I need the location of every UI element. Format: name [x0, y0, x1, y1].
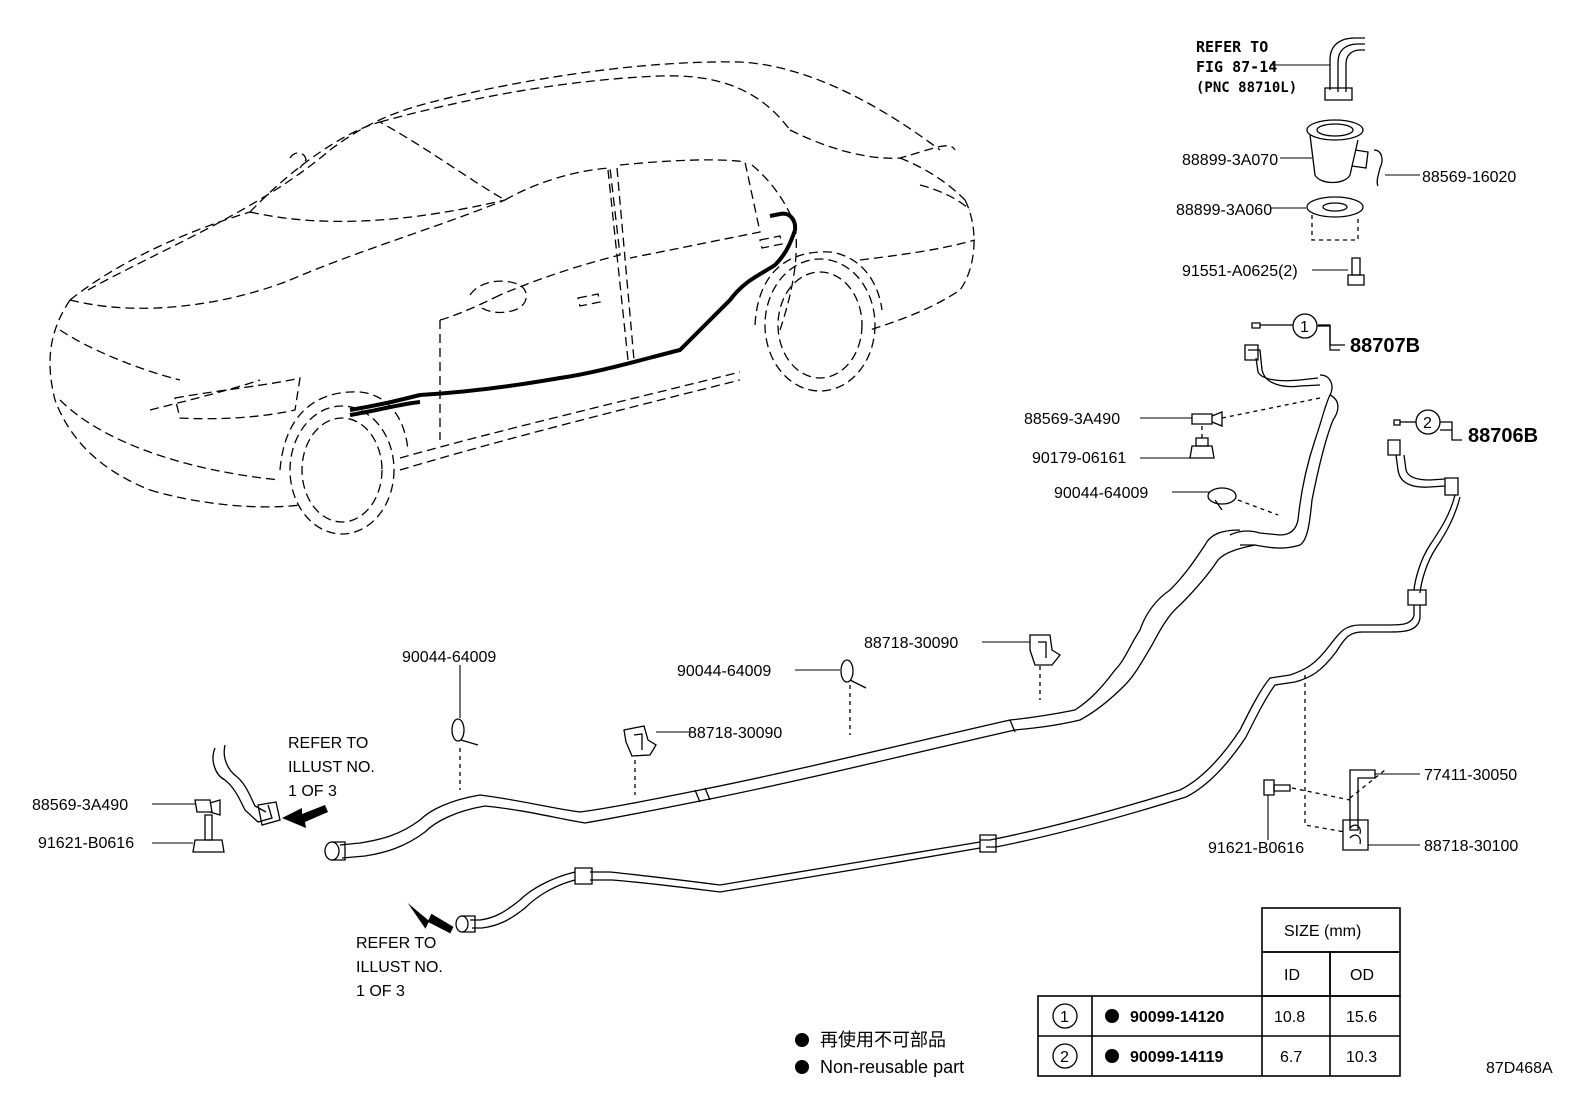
label-88718-30090-upper: 88718-30090: [864, 635, 958, 652]
label-90044-64009-left: 90044-64009: [402, 649, 496, 666]
size-row-2-part: 90099-14119: [1130, 1049, 1224, 1066]
circle-label-1: 1: [1300, 319, 1309, 336]
refer-fig-line-1: REFER TO: [1196, 38, 1268, 56]
label-88569-3a490-left: 88569-3A490: [32, 797, 128, 814]
size-row-2-id: 6.7: [1280, 1049, 1302, 1066]
label-91551-a0625: 91551-A0625(2): [1182, 263, 1298, 280]
legend-dot-en: [795, 1060, 809, 1074]
label-88706b: 88706B: [1468, 425, 1538, 447]
car-outline: [49, 61, 976, 535]
refer-illust-label-1: REFER TO ILLUST NO. 1 OF 3: [288, 735, 375, 800]
label-77411-30050: 77411-30050: [1424, 767, 1517, 784]
refer-illust-2-line-2: ILLUST NO.: [356, 959, 443, 976]
label-88899-3a060: 88899-3A060: [1176, 202, 1272, 219]
size-row-1-part: 90099-14120: [1130, 1009, 1224, 1026]
refer-fig-line-3: (PNC 88710L): [1196, 80, 1297, 96]
label-88899-3a070: 88899-3A070: [1182, 152, 1278, 169]
size-row-1-od: 15.6: [1346, 1009, 1377, 1026]
legend: 再使用不可部品 Non-reusable part: [795, 1030, 964, 1077]
label-90179-06161: 90179-06161: [1032, 450, 1126, 467]
refer-fig-label: REFER TO FIG 87-14 (PNC 88710L): [1196, 38, 1297, 96]
refer-illust-1-line-3: 1 OF 3: [288, 783, 337, 800]
circle-label-2: 2: [1423, 415, 1432, 432]
refer-illust-2-line-3: 1 OF 3: [356, 983, 405, 1000]
refer-fig-line-2: FIG 87-14: [1196, 58, 1277, 76]
size-row-2-num: 2: [1060, 1049, 1069, 1066]
refer-illust-2-line-1: REFER TO: [356, 935, 436, 952]
refer-illust-1-line-2: ILLUST NO.: [288, 759, 375, 776]
line-88706b: [455, 409, 1462, 933]
label-88718-30090-lower: 88718-30090: [688, 725, 782, 742]
size-row-1-num: 1: [1060, 1009, 1069, 1026]
size-table-col-id: ID: [1284, 967, 1300, 984]
figure-code: 87D468A: [1486, 1060, 1553, 1077]
label-88569-16020: 88569-16020: [1422, 169, 1516, 186]
legend-dot-jp: [795, 1033, 809, 1047]
size-row-2-od: 10.3: [1346, 1049, 1377, 1066]
label-88707b: 88707B: [1350, 335, 1420, 357]
small-parts-left: [152, 744, 454, 934]
small-parts-right: [1140, 397, 1321, 516]
small-parts-middle: [451, 634, 1061, 795]
label-88718-30100: 88718-30100: [1424, 838, 1518, 855]
label-91621-b0616-left: 91621-B0616: [38, 835, 134, 852]
legend-text-jp: 再使用不可部品: [820, 1030, 946, 1050]
size-table-col-od: OD: [1350, 967, 1374, 984]
filler-assembly: [1270, 37, 1420, 286]
label-88569-3a490-top: 88569-3A490: [1024, 411, 1120, 428]
size-table: SIZE (mm) ID OD 1 90099-14120 10.8 15.6 …: [1037, 907, 1401, 1077]
refer-illust-label-2: REFER TO ILLUST NO. 1 OF 3: [356, 935, 443, 1000]
hose-88707b: [324, 313, 1345, 861]
legend-text-en: Non-reusable part: [820, 1057, 964, 1077]
refer-illust-1-line-1: REFER TO: [288, 735, 368, 752]
size-row-1-id: 10.8: [1274, 1009, 1305, 1026]
size-table-title: SIZE (mm): [1284, 923, 1361, 940]
label-90044-64009-right: 90044-64009: [1054, 485, 1148, 502]
label-90044-64009-mid: 90044-64009: [677, 663, 771, 680]
label-91621-b0616-right: 91621-B0616: [1208, 840, 1304, 857]
